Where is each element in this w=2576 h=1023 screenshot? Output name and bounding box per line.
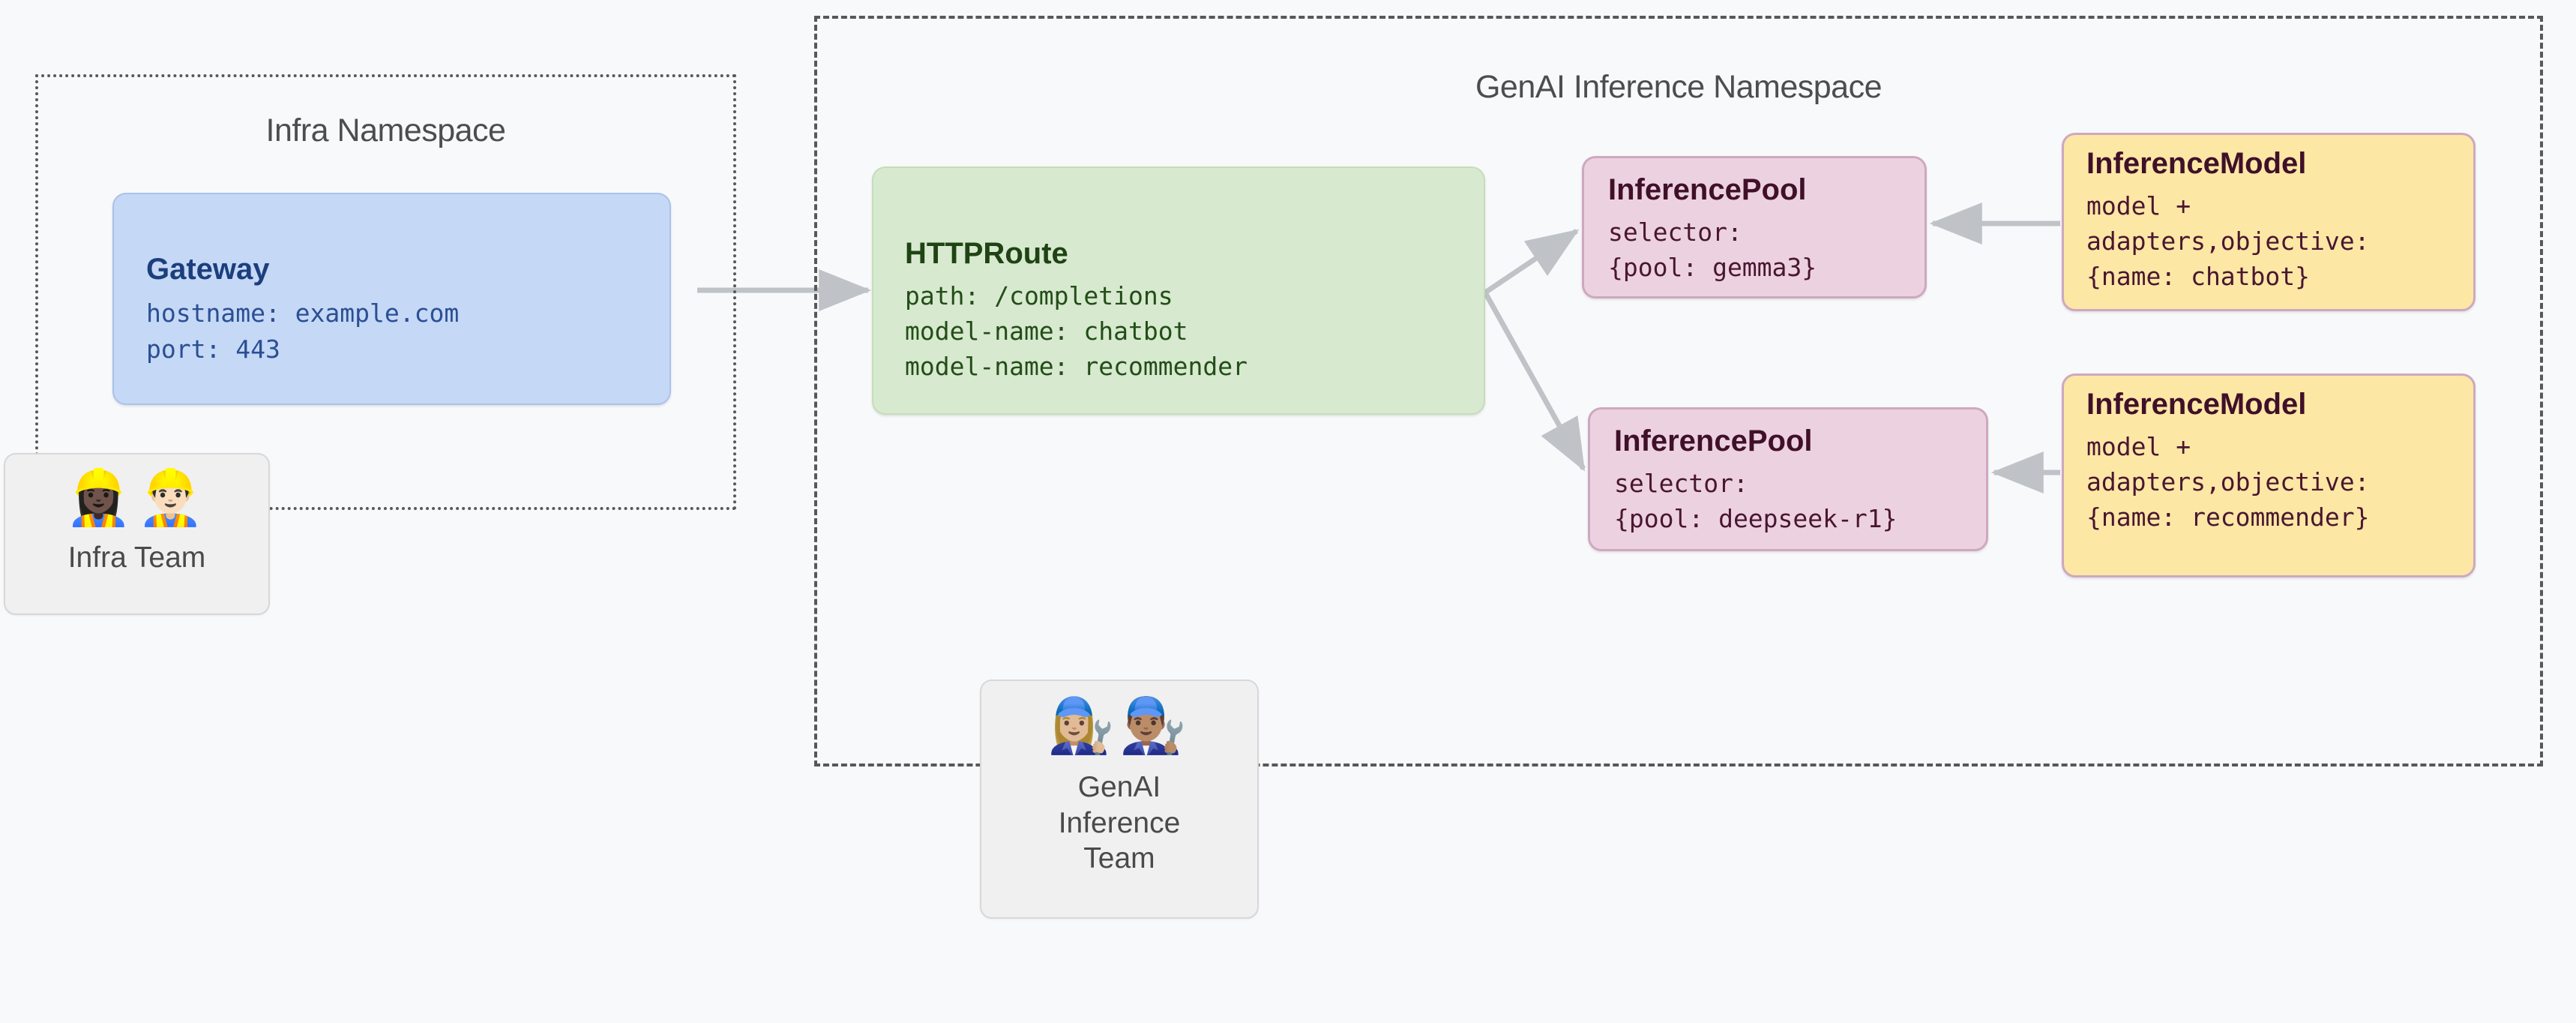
node-inferencemodel-chatbot-body: model + adapters,objective: {name: chatb… — [2086, 191, 2370, 291]
node-inferencepool-gemma3-body: selector: {pool: gemma3} — [1608, 218, 1817, 282]
team-card-infra[interactable]: 👷🏿‍♀️👷🏻‍♂️ Infra Team — [4, 453, 270, 615]
namespace-infra: Infra Namespace — [35, 74, 736, 510]
node-httproute-body: path: /completions model-name: chatbot m… — [905, 281, 1248, 381]
node-inferencemodel-chatbot[interactable]: InferenceModel model + adapters,objectiv… — [2062, 133, 2476, 311]
node-inferencemodel-recommender[interactable]: InferenceModel model + adapters,objectiv… — [2062, 374, 2476, 578]
namespace-infra-title: Infra Namespace — [265, 112, 506, 148]
team-card-infra-label: Infra Team — [67, 542, 206, 574]
node-inferencepool-deepseek-title: InferencePool — [1614, 424, 1813, 458]
node-inferencepool-gemma3[interactable]: InferencePool selector: {pool: gemma3} — [1582, 156, 1927, 298]
node-inferencemodel-chatbot-title: InferenceModel — [2086, 147, 2307, 180]
node-gateway-body: hostname: example.com port: 443 — [146, 298, 460, 364]
node-httproute-title: HTTPRoute — [905, 237, 1068, 270]
namespace-genai: GenAI Inference Namespace — [814, 16, 2543, 766]
node-httproute[interactable]: HTTPRoute path: /completions model-name:… — [872, 166, 1485, 415]
construction-workers-icon: 👷🏿‍♀️👷🏻‍♂️ — [64, 468, 209, 528]
team-card-genai[interactable]: 👩🏼‍🔧👨🏽‍🔧 GenAI Inference Team — [980, 680, 1259, 919]
mechanics-icon: 👩🏼‍🔧👨🏽‍🔧 — [1047, 696, 1191, 756]
node-inferencepool-gemma3-title: InferencePool — [1608, 173, 1807, 206]
node-inferencemodel-recommender-title: InferenceModel — [2086, 388, 2307, 421]
node-inferencepool-deepseek[interactable]: InferencePool selector: {pool: deepseek-… — [1588, 407, 1988, 551]
node-gateway[interactable]: Gateway hostname: example.com port: 443 — [112, 193, 671, 405]
team-card-genai-label: GenAI Inference Team — [1058, 771, 1181, 875]
node-gateway-title: Gateway — [146, 253, 270, 286]
node-inferencemodel-recommender-body: model + adapters,objective: {name: recom… — [2086, 432, 2370, 532]
namespace-genai-title: GenAI Inference Namespace — [1475, 69, 1883, 105]
node-inferencepool-deepseek-body: selector: {pool: deepseek-r1} — [1614, 469, 1898, 533]
